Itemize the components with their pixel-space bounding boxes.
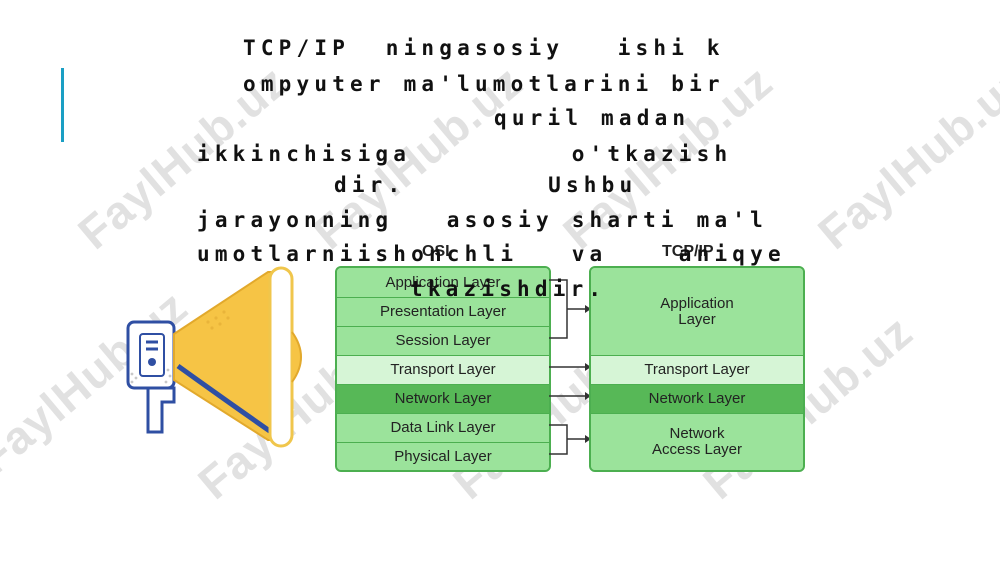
osi-stack: Application Layer Presentation Layer Ses… (335, 266, 551, 472)
osi-layer-presentation: Presentation Layer (337, 297, 549, 326)
tcpip-layer-network: Network Layer (591, 384, 803, 413)
tcpip-title: TCP/IP (662, 243, 714, 260)
paragraph-line-8: tkazishdir. (410, 277, 607, 301)
paragraph-line-1: TCP/IP ningasosiy ishi k (243, 36, 725, 60)
paragraph-line-4: ikkinchisiga o'tkazish (197, 142, 733, 166)
osi-layer-network: Network Layer (337, 384, 549, 413)
megaphone-icon (126, 266, 302, 448)
osi-layer-data-link: Data Link Layer (337, 413, 549, 442)
accent-bar (61, 68, 64, 142)
paragraph-line-7: umotlarniishonchli va aniqye (197, 242, 786, 266)
tcpip-layer-transport: Transport Layer (591, 355, 803, 384)
osi-title: OSI (422, 243, 450, 260)
paragraph-line-3: quril madan (494, 106, 691, 130)
osi-layer-transport: Transport Layer (337, 355, 549, 384)
osi-layer-application: Application Layer (337, 268, 549, 297)
tcpip-stack: Application Layer Transport Layer Networ… (589, 266, 805, 472)
watermark: FaylHub.uz (808, 55, 1000, 259)
paragraph-line-5: dir. Ushbu (334, 173, 638, 197)
mapping-arrows (549, 279, 591, 455)
osi-layer-physical: Physical Layer (337, 442, 549, 470)
osi-layer-session: Session Layer (337, 326, 549, 355)
tcpip-layer-application: Application Layer (591, 268, 803, 355)
tcpip-layer-network-access: Network Access Layer (591, 413, 803, 470)
paragraph-line-2: ompyuter ma'lumotlarini bir (243, 72, 725, 96)
paragraph-line-6: jarayonning asosiy sharti ma'l (197, 208, 768, 232)
